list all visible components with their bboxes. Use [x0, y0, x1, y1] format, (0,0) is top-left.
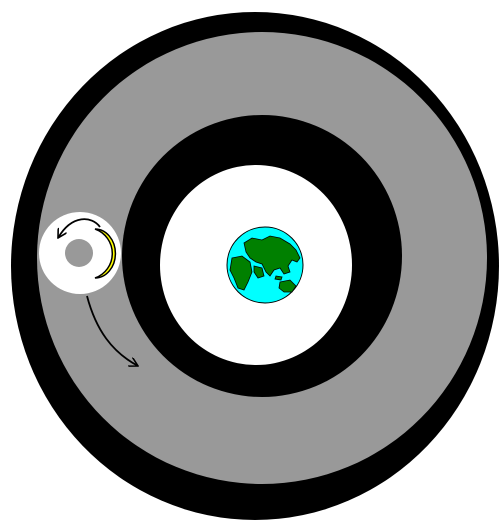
- moon-shadow-disc: [65, 239, 93, 267]
- earth-land-indonesia: [275, 276, 282, 280]
- earth-globe-icon: [227, 227, 303, 303]
